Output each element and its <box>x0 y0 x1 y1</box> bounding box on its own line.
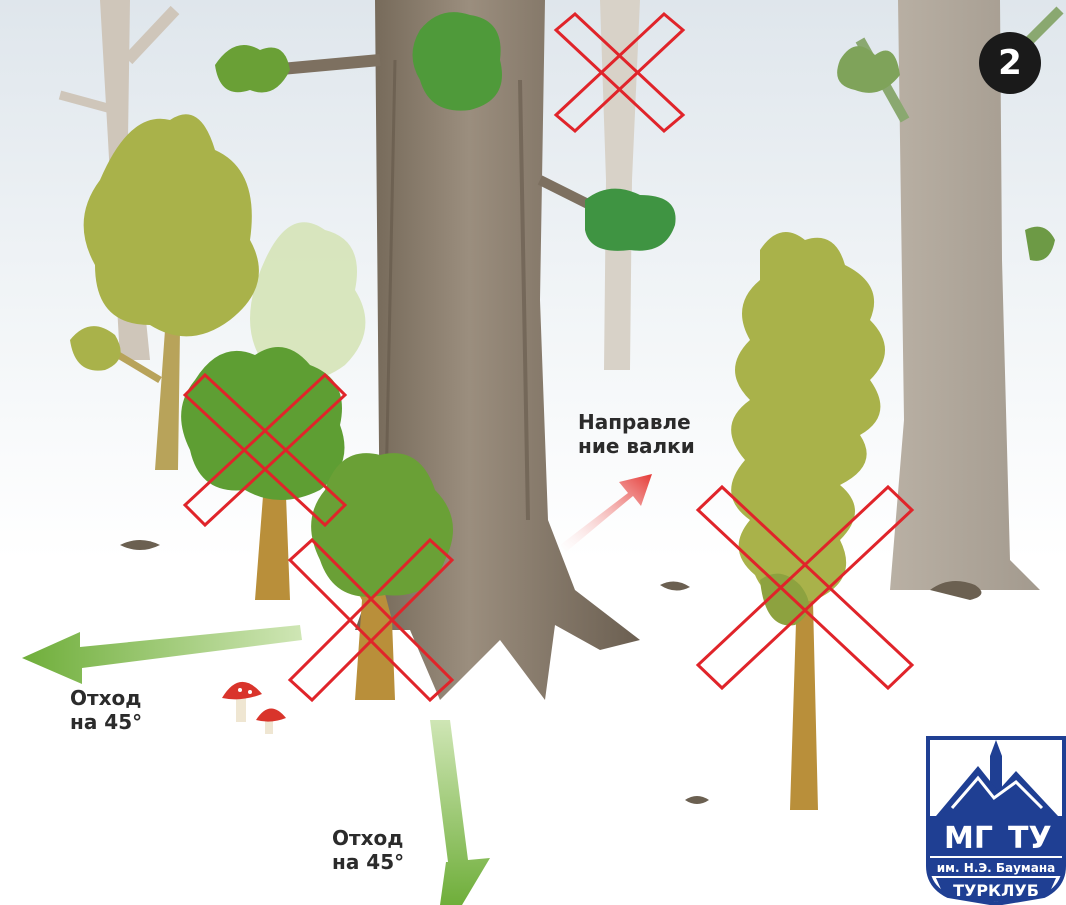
retreat-left-label-line2: на 45° <box>70 710 142 734</box>
logo-ribbon-text: им. Н.Э. Баумана <box>937 861 1055 875</box>
logo-right-letters: ТУ <box>1008 821 1052 856</box>
felling-direction-label-line2: ние валки <box>578 434 695 458</box>
retreat-left-label-line1: Отход <box>70 686 142 710</box>
retreat-bottom-label: Отход на 45° <box>332 826 404 874</box>
logo-left-letters: МГ <box>944 821 993 856</box>
felling-direction-label-line1: Направле <box>578 410 695 434</box>
retreat-left-label: Отход на 45° <box>70 686 142 734</box>
retreat-bottom-label-line2: на 45° <box>332 850 404 874</box>
club-logo: МГ ТУ им. Н.Э. Баумана ТУРКЛУБ <box>926 736 1066 905</box>
step-number-badge: 2 <box>979 32 1041 94</box>
felling-direction-label: Направле ние валки <box>578 410 695 458</box>
logo-bottom-text: ТУРКЛУБ <box>953 881 1039 900</box>
retreat-bottom-label-line1: Отход <box>332 826 404 850</box>
